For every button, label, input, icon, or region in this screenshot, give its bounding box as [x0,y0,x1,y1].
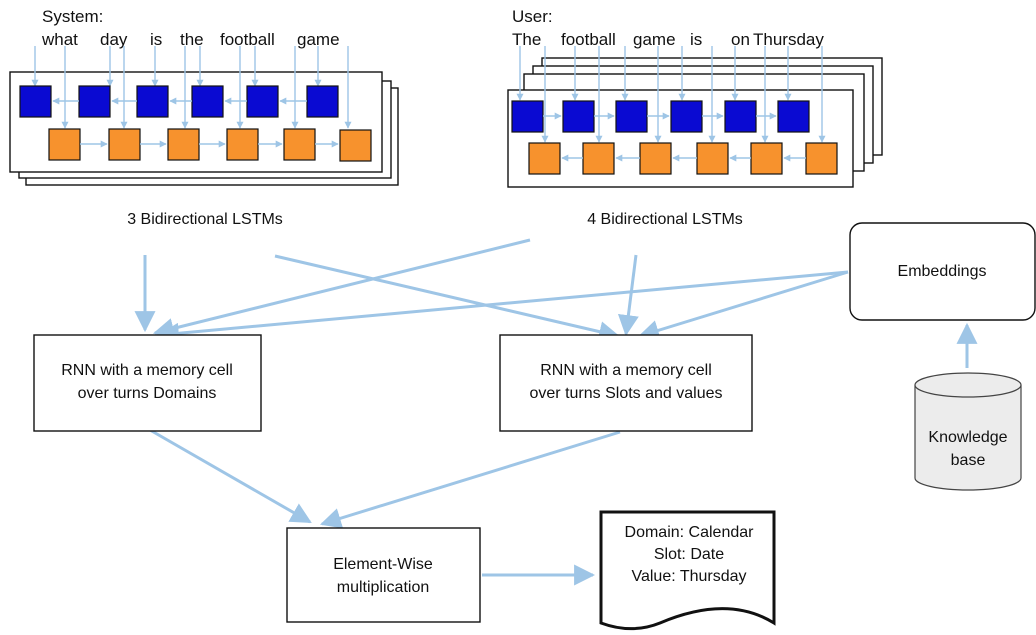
user-lstm-cells [511,46,838,175]
arrow-slots-to-multiplication [319,430,621,529]
backward-cell [48,128,81,161]
forward-cell [19,85,52,118]
knowledge-base-node: Knowledge base [914,372,1022,491]
user-word: game [633,30,676,49]
rnn-slots-label-line2: over turns Slots and values [530,385,723,402]
forward-cell [246,85,279,118]
system-speaker-label: System: [42,7,103,26]
forward-cell [615,100,648,133]
connectors [134,238,978,586]
arrow-embeddings-to-slots [637,270,849,341]
backward-cell [696,142,729,175]
output-document-node: Domain: Calendar Slot: Date Value: Thurs… [599,510,776,631]
forward-cell [136,85,169,118]
user-word: is [690,30,702,49]
backward-cell [528,142,561,175]
user-word: Thursday [753,30,824,49]
forward-cell [777,100,810,133]
user-word: The [512,30,541,49]
backward-cell [108,128,141,161]
system-word: is [150,30,162,49]
knowledge-base-label-line2: base [951,452,986,469]
forward-cell [78,85,111,118]
backward-cell [283,128,316,161]
backward-cell [167,128,200,161]
backward-cell [582,142,615,175]
forward-cell [562,100,595,133]
backward-cell [750,142,783,175]
system-word: football [220,30,275,49]
user-word: football [561,30,616,49]
forward-cell [724,100,757,133]
system-lstm-cells [19,46,372,162]
output-domain: Domain: Calendar [625,524,755,541]
user-lstm-caption: 4 Bidirectional LSTMs [587,211,743,228]
user-speaker-label: User: [512,7,553,26]
system-word: day [100,30,128,49]
rnn-slots-label-line1: RNN with a memory cell [540,362,712,379]
knowledge-base-label-line1: Knowledge [928,429,1007,446]
system-word: what [41,30,78,49]
output-slot: Slot: Date [654,546,724,563]
output-value: Value: Thursday [631,568,746,585]
elementwise-label-line1: Element-Wise [333,556,433,573]
embeddings-label: Embeddings [898,263,987,280]
arrow-embeddings-to-domains [157,270,849,344]
forward-cell [670,100,703,133]
system-word: game [297,30,340,49]
backward-cell [805,142,838,175]
rnn-domains-label-line1: RNN with a memory cell [61,362,233,379]
forward-cell [511,100,544,133]
backward-cell [226,128,259,161]
arrow-user-to-slots [617,254,639,337]
rnn-slots-node: RNN with a memory cell over turns Slots … [499,334,753,432]
arrow-domains-to-multiplication [149,428,312,524]
user-words: The football game is on Thursday [512,30,824,49]
rnn-domains-node: RNN with a memory cell over turns Domain… [33,334,262,432]
arrow-user-to-domains [152,238,531,339]
user-word: on [731,30,750,49]
forward-cell [191,85,224,118]
elementwise-node: Element-Wise multiplication [286,527,481,623]
embeddings-node: Embeddings [849,222,1036,321]
arrow-system-to-slots [274,254,621,342]
forward-cell [306,85,339,118]
system-lstm-caption: 3 Bidirectional LSTMs [127,211,283,228]
elementwise-label-line2: multiplication [337,579,429,596]
rnn-domains-label-line2: over turns Domains [78,385,217,402]
backward-cell [639,142,672,175]
system-word: the [180,30,204,49]
backward-cell [339,129,372,162]
system-words: what day is the football game [41,30,340,49]
